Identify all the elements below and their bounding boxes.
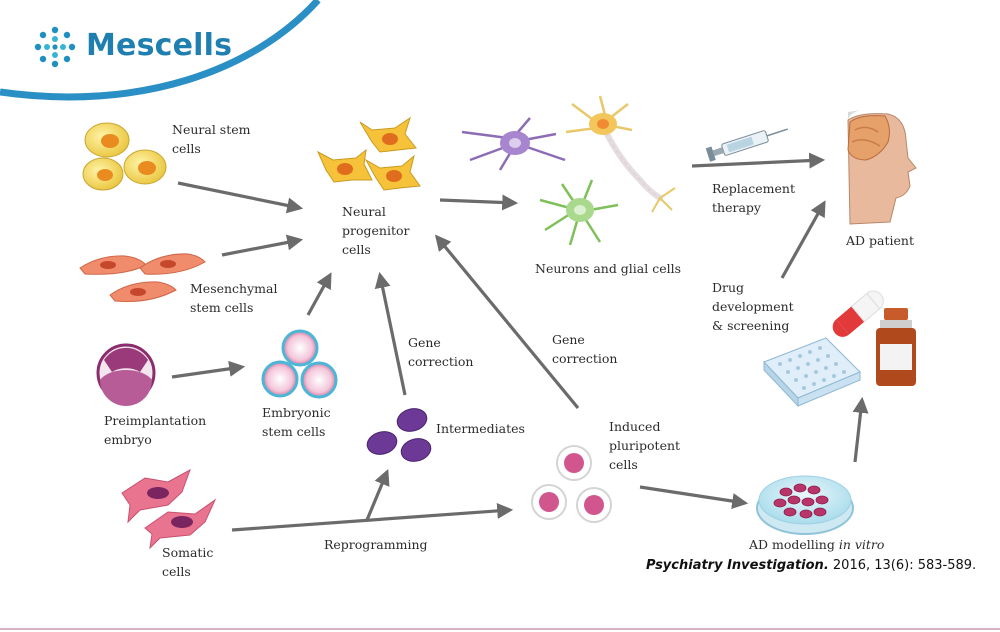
label-neural-stem-cells: Neural stem cells [172,122,251,156]
arrow-modelling-to-drug [852,396,869,463]
neurons-and-glial-cells-illustration [461,95,676,246]
petri-dish-illustration [756,475,854,535]
preimplantation-embryo-illustration [96,343,156,406]
mesenchymal-stem-cells-illustration [79,253,206,302]
syringe-icon [705,128,789,162]
pill-capsule-icon [832,290,884,337]
brand-name: Mescells [86,28,233,63]
arrow-esc-to-npc [306,272,332,316]
citation: Psychiatry Investigation. 2016, 13(6): 5… [646,558,976,573]
label-mesenchymal-stem-cells: Mesenchymal stem cells [190,281,278,315]
neural-stem-cells-illustration [82,122,167,191]
header-swoosh [0,0,321,101]
arrow-ipsc-to-npc [434,234,580,410]
label-intermediates: Intermediates [436,421,525,436]
arrow-intermediates-to-npc [374,271,407,396]
somatic-cells-illustration [121,468,217,550]
label-ad-patient: AD patient [846,233,914,248]
arrow-drug-to-patient [780,200,826,279]
label-reprogramming: Reprogramming [324,537,428,552]
intermediates-illustration [366,408,432,462]
label-gene-correction-right: Gene correction [552,332,618,366]
label-ad-modelling-italic: in vitro [838,537,885,552]
mescells-logo-icon [34,26,76,68]
label-induced-pluripotent-cells: Induced pluripotent cells [609,419,681,472]
citation-journal: Psychiatry Investigation. [646,558,829,573]
label-neurons-and-glial-cells: Neurons and glial cells [535,261,682,276]
arrow-embryo-to-esc [171,360,246,379]
arrow-therapy-to-patient [691,152,826,169]
label-neural-progenitor-cells: Neural progenitor cells [342,204,410,257]
label-somatic-cells: Somatic cells [162,545,214,579]
label-preimplantation-embryo: Preimplantation embryo [104,413,207,447]
arrow-somatic-to-intermediates [365,469,390,521]
ad-patient-head-illustration [847,110,917,225]
arrow-npc-to-neurons [439,194,519,211]
well-plate-icon [763,337,861,408]
induced-pluripotent-cells-illustration [531,445,612,523]
label-embryonic-stem-cells: Embryonic stem cells [262,405,331,439]
label-drug-development: Drug development & screening [712,280,794,333]
label-gene-correction-left: Gene correction [408,335,474,369]
arrow-somatic-to-ipsc [231,502,514,532]
citation-details: 2016, 13(6): 583-589. [828,558,977,573]
label-ad-modelling: AD modelling in vitro [749,535,884,554]
bottom-divider [0,628,1000,630]
arrow-msc-to-npc [221,234,304,257]
arrow-ipsc-to-modelling [639,485,749,509]
medicine-vial-icon [876,308,916,386]
label-replacement-therapy: Replacement therapy [712,181,795,215]
flow-arrows [171,152,869,532]
neural-progenitor-cells-illustration [316,116,421,191]
embryonic-stem-cells-illustration [261,329,338,399]
arrow-nsc-to-npc [177,181,304,214]
label-ad-modelling-text: AD modelling [749,537,839,552]
